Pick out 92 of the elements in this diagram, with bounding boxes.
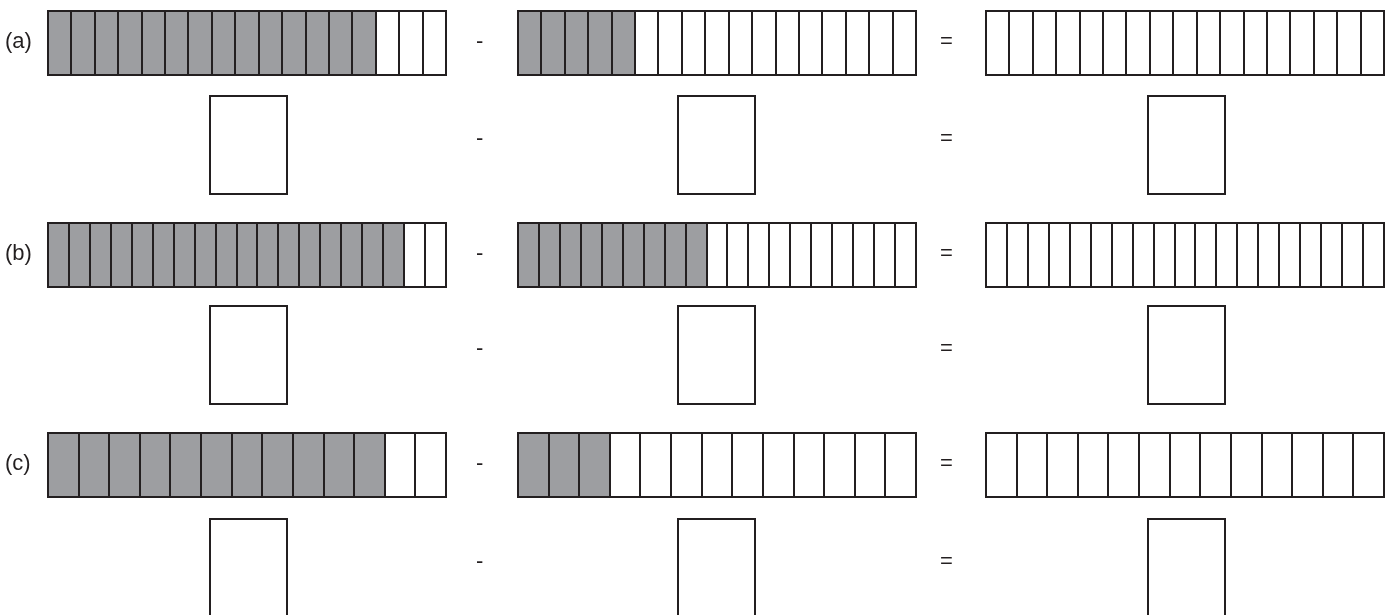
shaded-segment <box>47 12 70 74</box>
answer-box <box>209 95 288 195</box>
part-label: (a) <box>5 28 32 54</box>
fraction-bar <box>47 222 447 288</box>
shaded-segment <box>169 434 200 496</box>
shaded-segment <box>215 224 236 286</box>
shaded-segment <box>517 434 548 496</box>
operator-sign: = <box>940 335 953 361</box>
operator-sign: = <box>940 240 953 266</box>
fraction-bar <box>517 432 917 498</box>
shaded-segment <box>211 12 234 74</box>
shaded-segment <box>47 434 78 496</box>
shaded-segment <box>94 12 117 74</box>
shaded-segment <box>611 12 634 74</box>
shaded-segment <box>664 224 685 286</box>
shaded-segment <box>323 434 353 496</box>
shaded-segment <box>231 434 261 496</box>
shaded-segment <box>164 12 187 74</box>
shaded-segment <box>281 12 305 74</box>
operator-sign: - <box>476 548 484 574</box>
shaded-segment <box>47 224 68 286</box>
answer-box <box>1147 518 1226 615</box>
shaded-segment <box>277 224 298 286</box>
shaded-segment <box>110 224 131 286</box>
operator-sign: = <box>940 548 953 574</box>
shaded-segment <box>258 12 281 74</box>
shaded-segment <box>340 224 361 286</box>
shaded-segment <box>538 224 559 286</box>
fraction-bar <box>517 222 917 288</box>
shaded-segment <box>234 12 258 74</box>
operator-sign: - <box>476 335 484 361</box>
answer-box <box>677 305 756 405</box>
answer-box <box>1147 95 1226 195</box>
answer-box <box>1147 305 1226 405</box>
shaded-segment <box>200 434 231 496</box>
shaded-segment <box>319 224 340 286</box>
shaded-segment <box>517 224 538 286</box>
shaded-segment <box>587 12 611 74</box>
shaded-segment <box>328 12 351 74</box>
fraction-bar <box>47 432 447 498</box>
shaded-segment <box>108 434 139 496</box>
shaded-segment <box>139 434 169 496</box>
operator-sign: = <box>940 28 953 54</box>
shaded-segment <box>540 12 564 74</box>
shaded-segment <box>580 224 601 286</box>
answer-box <box>677 95 756 195</box>
shaded-segment <box>256 224 277 286</box>
fraction-bar <box>47 10 447 76</box>
answer-box <box>209 518 288 615</box>
shaded-segment <box>685 224 706 286</box>
shaded-segment <box>622 224 643 286</box>
fraction-bar <box>985 432 1385 498</box>
shaded-segment <box>194 224 215 286</box>
shaded-segment <box>353 434 384 496</box>
shaded-segment <box>298 224 319 286</box>
operator-sign: - <box>476 450 484 476</box>
shaded-segment <box>187 12 211 74</box>
shaded-segment <box>305 12 328 74</box>
shaded-segment <box>141 12 164 74</box>
shaded-segment <box>564 12 587 74</box>
shaded-segment <box>89 224 110 286</box>
answer-box <box>677 518 756 615</box>
shaded-segment <box>261 434 292 496</box>
fraction-bar <box>985 10 1385 76</box>
operator-sign: = <box>940 450 953 476</box>
shaded-segment <box>643 224 664 286</box>
shaded-segment <box>601 224 622 286</box>
operator-sign: = <box>940 125 953 151</box>
shaded-segment <box>361 224 382 286</box>
shaded-segment <box>578 434 609 496</box>
operator-sign: - <box>476 240 484 266</box>
shaded-segment <box>517 12 540 74</box>
fraction-bar <box>985 222 1385 288</box>
operator-sign: - <box>476 125 484 151</box>
shaded-segment <box>236 224 256 286</box>
shaded-segment <box>152 224 173 286</box>
shaded-segment <box>548 434 578 496</box>
part-label: (b) <box>5 240 32 266</box>
answer-box <box>209 305 288 405</box>
part-label: (c) <box>5 450 31 476</box>
shaded-segment <box>68 224 89 286</box>
shaded-segment <box>173 224 194 286</box>
shaded-segment <box>559 224 580 286</box>
shaded-segment <box>351 12 375 74</box>
shaded-segment <box>70 12 94 74</box>
operator-sign: - <box>476 28 484 54</box>
shaded-segment <box>78 434 108 496</box>
shaded-segment <box>117 12 141 74</box>
shaded-segment <box>382 224 403 286</box>
shaded-segment <box>131 224 152 286</box>
shaded-segment <box>292 434 323 496</box>
fraction-bar <box>517 10 917 76</box>
